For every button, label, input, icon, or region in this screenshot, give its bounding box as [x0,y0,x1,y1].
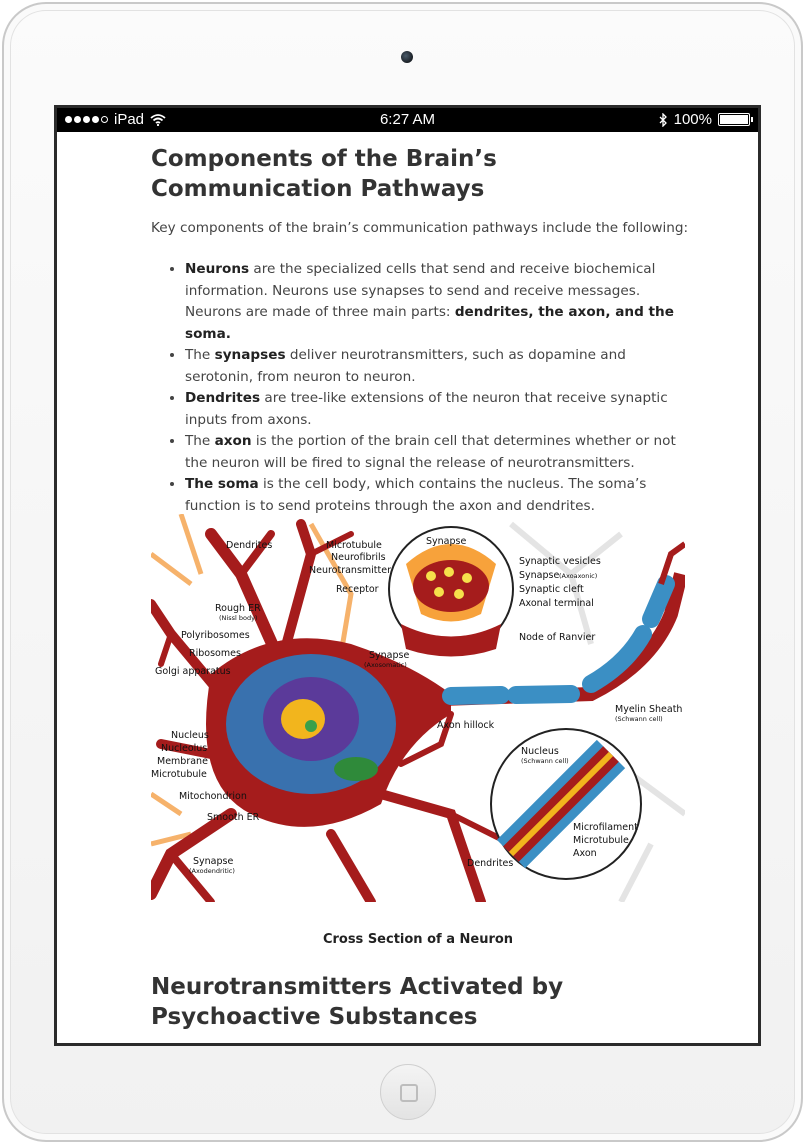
camera-icon [401,51,413,63]
diagram-label-group: Dendrites Microtubule Neurofibrils Neuro… [151,536,682,875]
bullet-term: synapses [214,347,286,363]
label-rough-er: Rough ER [215,603,261,614]
nucleolus-shape [281,699,325,739]
bullet-text: are the specialized cells that send and … [185,261,656,320]
components-list: Neurons are the specialized cells that s… [151,259,691,517]
bullet-text: are tree-like extensions of the neuron t… [185,390,668,428]
label-nissl-body: (Nissl body) [219,614,257,622]
label-microtubule: Microtubule [326,540,382,551]
label-membrane: Membrane [157,756,208,767]
bullet-text: is the portion of the brain cell that de… [185,433,676,471]
label-golgi: Golgi apparatus [155,666,231,677]
bullet-text: is the cell body, which contains the nuc… [185,476,647,514]
label-neurotransmitter: Neurotransmitter [309,565,391,576]
label-synapse-axosomatic: Synapse [369,650,409,661]
label-schwann-cell: (Schwann cell) [615,715,663,723]
label-schwann-cell-2: (Schwann cell) [521,757,569,765]
bullet-text: deliver neurotransmitters, such as dopam… [185,347,626,385]
carrier-label: iPad [114,111,145,128]
label-microtubule-left: Microtubule [151,769,207,780]
axon-terminal [658,541,685,585]
home-button-icon [400,1084,418,1102]
label-smooth-er: Smooth ER [207,812,260,823]
bullet-text: The [185,347,215,363]
background-neurons [509,521,685,902]
label-dendrites-top: Dendrites [226,540,272,551]
article-intro: Key components of the brain’s communicat… [151,220,689,236]
next-section-heading: Neurotransmitters Activated by Psychoact… [151,974,564,1030]
label-nucleolus: Nucleolus [161,743,207,754]
synaptic-vesicles [426,567,472,599]
article: Components of the Brain’s Communication … [151,144,691,517]
list-item: The synapses deliver neurotransmitters, … [185,345,691,388]
label-mitochondrion: Mitochondrion [179,791,247,802]
label-synapse-axodendritic: Synapse [193,856,233,867]
bullet-term: Dendrites [185,390,261,406]
list-item: Dendrites are tree-like extensions of th… [185,388,691,431]
label-axodendritic-sub: (Axodendritic) [189,867,235,875]
label-axonal-terminal: Axonal terminal [519,598,594,609]
label-dendrites-bottom: Dendrites [467,858,513,869]
label-microfilament: Microfilament [573,822,638,833]
mitochondrion-shape [334,757,378,781]
label-synaptic-vesicles: Synaptic vesicles [519,556,601,567]
figure-caption: Cross Section of a Neuron [322,932,514,947]
label-node-of-ranvier: Node of Ranvier [519,632,595,643]
label-synapse-top: Synapse [426,536,466,547]
bullet-term: The soma [185,476,259,492]
label-synaptic-cleft: Synaptic cleft [519,584,584,595]
label-axon: Axon [573,848,597,859]
wifi-icon [150,113,166,126]
list-item: The soma is the cell body, which contain… [185,474,691,517]
bullet-term: dendrites, the axon, and the soma. [185,304,674,342]
bullet-term: axon [214,433,252,449]
article-heading: Components of the Brain’s Communication … [151,146,497,202]
bullet-text: The [185,433,215,449]
list-item: Neurons are the specialized cells that s… [185,259,691,345]
nucleolus-core [305,720,317,732]
screen: iPad 6:27 AM 100% Components of the Brai… [54,105,761,1046]
myelin-sheath [442,575,675,705]
clock: 6:27 AM [379,111,436,128]
battery-percent: 100% [673,111,712,128]
label-ribosomes: Ribosomes [189,648,241,659]
dendrites [151,519,514,902]
neuron-diagram: Dendrites Microtubule Neurofibrils Neuro… [151,514,685,902]
label-nucleus-schwann: Nucleus [521,746,559,757]
status-bar: iPad 6:27 AM 100% [57,108,758,132]
label-microtubule-right: Microtubule [573,835,629,846]
label-axosomatic-sub: (Axosomatic) [364,661,407,669]
bluetooth-icon [659,112,667,127]
label-neurofibrils: Neurofibrils [331,552,386,563]
list-item: The axon is the portion of the brain cel… [185,431,691,474]
label-axon-hillock: Axon hillock [437,720,495,731]
label-axoaxonic-sub: (Axoaxonic) [559,572,597,580]
label-polyribosomes: Polyribosomes [181,630,250,641]
signal-icon [65,116,108,123]
battery-icon [718,113,753,126]
label-receptor: Receptor [336,584,379,595]
label-myelin-sheath: Myelin Sheath [615,704,682,715]
bullet-term: Neurons [185,261,250,277]
label-nucleus: Nucleus [171,730,209,741]
label-synapse-axoaxonic: Synapse [519,570,559,581]
home-button[interactable] [380,1064,436,1120]
